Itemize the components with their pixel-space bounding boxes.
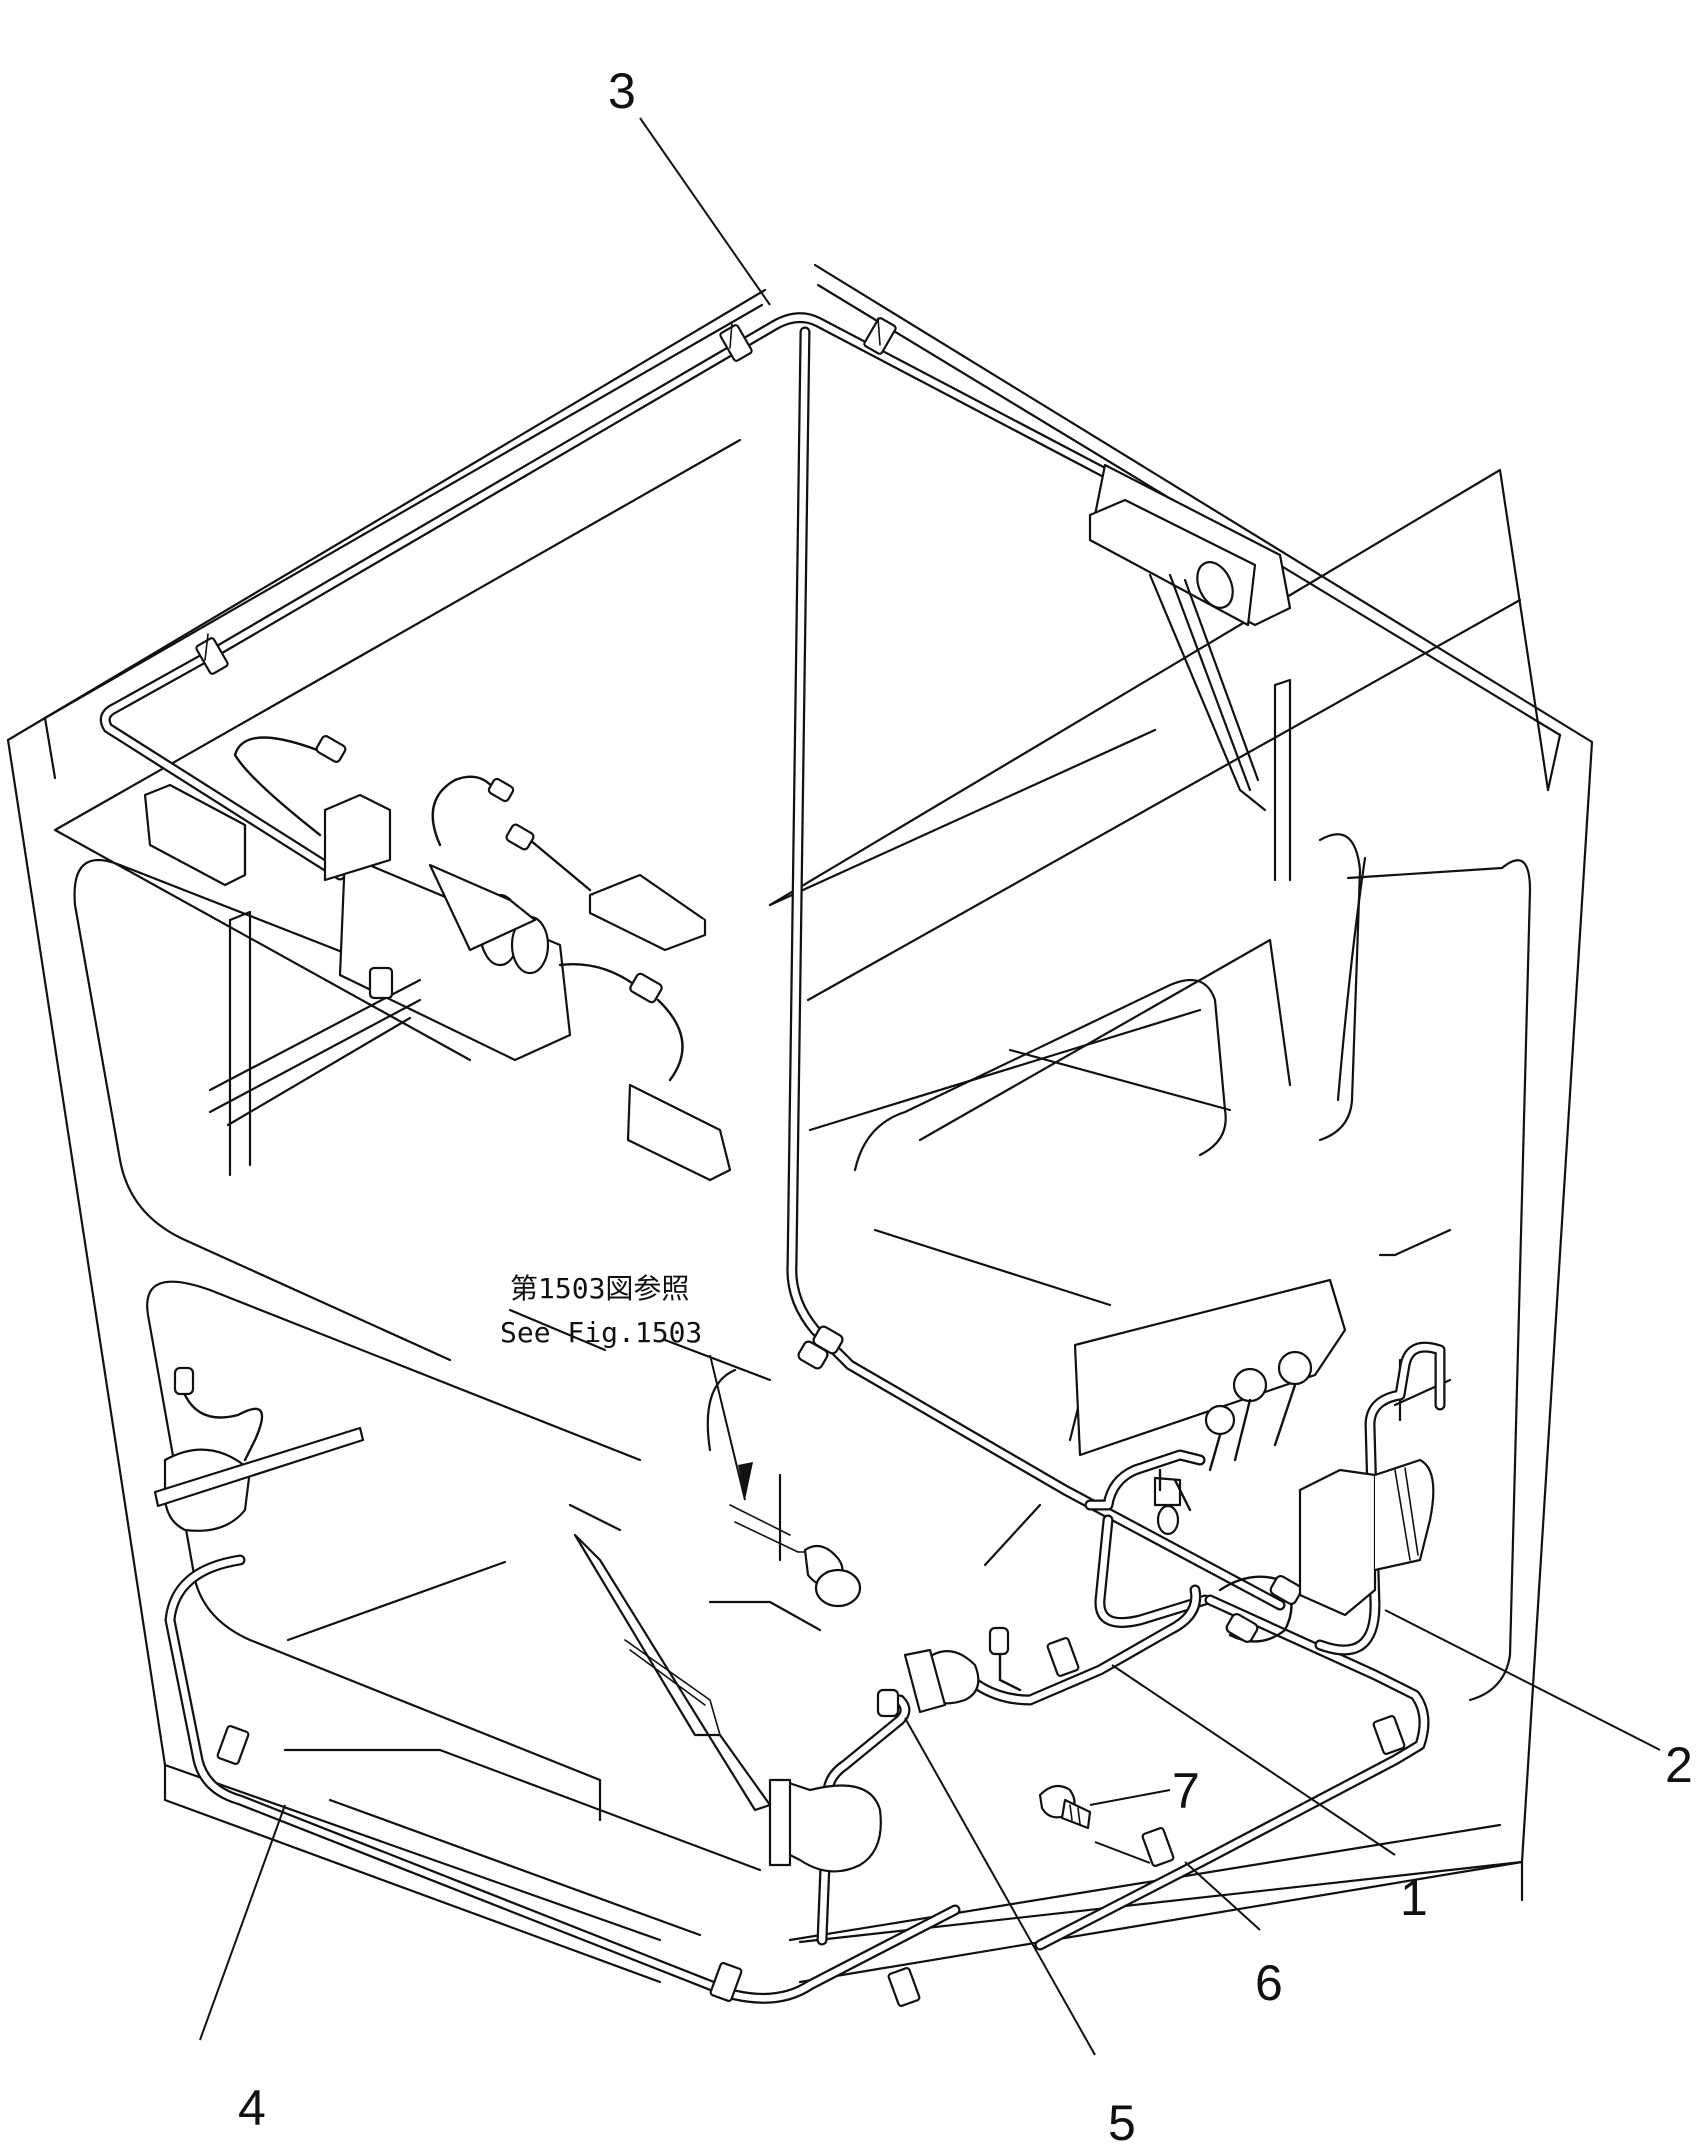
bolt-part-7 — [1038, 1784, 1092, 1830]
callout-6: 6 — [1255, 1955, 1283, 2011]
reference-note: 第1503図参照 See Fig.1503 — [500, 1272, 702, 1349]
center-harness — [797, 1253, 1446, 1951]
callout-2: 2 — [1665, 1737, 1693, 1793]
wiper-motor-front — [1088, 463, 1292, 882]
callout-4: 4 — [238, 2080, 266, 2136]
roof-components — [143, 735, 732, 1182]
reference-note-en: See Fig.1503 — [500, 1316, 702, 1349]
reference-note-jp: 第1503図参照 — [510, 1272, 689, 1305]
callout-7: 7 — [1172, 1763, 1200, 1819]
callout-labels: 3 2 1 4 5 6 7 — [238, 63, 1693, 2151]
floor-harness-left — [164, 1554, 961, 2007]
wiper-motor-rear-left — [153, 1366, 900, 1873]
see-fig-connector — [729, 1504, 862, 1608]
reference-arrowhead — [738, 1462, 753, 1500]
callout-5: 5 — [1108, 2095, 1136, 2151]
leader-lines — [199, 117, 1661, 2056]
callout-1: 1 — [1400, 1870, 1428, 1926]
callout-3: 3 — [608, 63, 636, 119]
